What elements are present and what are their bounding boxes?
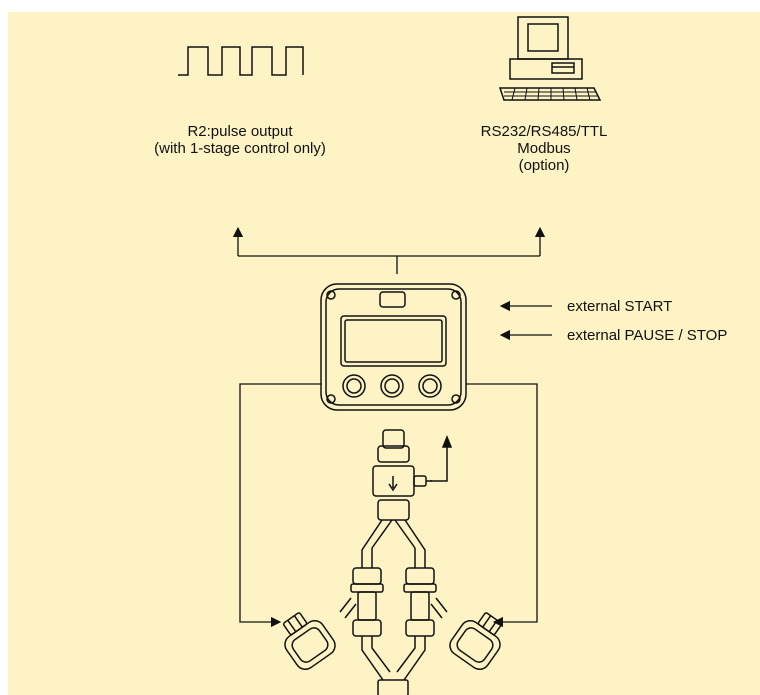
controller-button-right <box>418 374 442 398</box>
controller-button-left <box>342 374 366 398</box>
external-pause-stop-label: external PAUSE / STOP <box>567 327 728 344</box>
right-sensor-icon <box>449 612 503 671</box>
controller-device <box>320 283 467 411</box>
comm-option-note: (option) <box>518 157 570 174</box>
valve-assembly <box>339 429 453 695</box>
background-panel <box>8 12 760 695</box>
external-input-arrows <box>499 300 552 341</box>
pulse-waveform-icon <box>178 46 304 76</box>
output-connections <box>232 226 546 274</box>
pulse-output-label: R2:pulse output (with 1-stage control on… <box>154 123 326 157</box>
comm-protocol: Modbus <box>517 140 571 157</box>
comm-interface-label: RS232/RS485/TTL Modbus (option) <box>481 123 608 174</box>
comm-interface-title: RS232/RS485/TTL <box>480 123 608 140</box>
pulse-output-note: (with 1-stage control only) <box>154 140 326 157</box>
computer-icon <box>498 16 602 101</box>
external-start-label: external START <box>567 298 673 315</box>
pulse-output-title: R2:pulse output <box>187 123 293 140</box>
controller-button-middle <box>380 374 404 398</box>
left-sensor-icon <box>282 612 336 671</box>
sensor-feedback-lines <box>239 383 538 628</box>
